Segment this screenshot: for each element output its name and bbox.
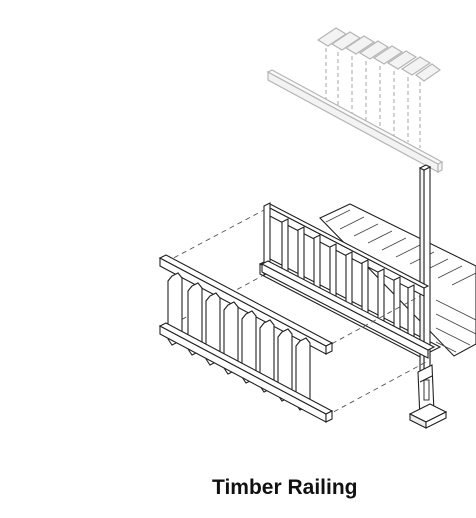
rafter-drop-lines xyxy=(325,48,421,148)
diagram-caption: Timber Railing xyxy=(0,474,476,506)
support-post xyxy=(408,164,448,429)
installed-balusters xyxy=(281,218,415,344)
caption-text: Timber Railing xyxy=(212,476,358,499)
installed-railing-panel xyxy=(260,202,436,359)
roof-beam-ghost xyxy=(266,27,444,174)
rafter-tails xyxy=(316,27,442,82)
top-beam xyxy=(266,69,444,174)
exploded-railing-panel xyxy=(158,254,334,423)
